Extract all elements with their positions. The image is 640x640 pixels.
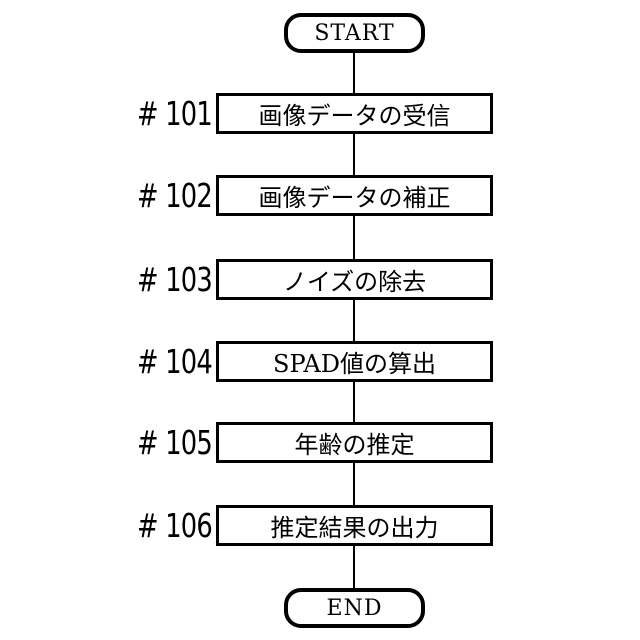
start-terminal-label: START xyxy=(314,20,395,46)
end-terminal-label: END xyxy=(326,595,383,621)
process-box-106: 推定結果の出力 xyxy=(216,505,493,546)
process-box-105: 年齢の推定 xyxy=(216,422,493,463)
step-number-103: # 103 xyxy=(137,260,213,299)
step-number-104: # 104 xyxy=(137,342,213,381)
flow-connector-line xyxy=(353,30,355,608)
process-box-102-text: 画像データの補正 xyxy=(258,184,451,212)
step-number-105: # 105 xyxy=(137,423,213,462)
process-box-101-text: 画像データの受信 xyxy=(258,102,451,130)
process-box-101: 画像データの受信 xyxy=(216,93,493,134)
end-terminal: END xyxy=(284,588,425,628)
step-number-101: # 101 xyxy=(137,94,213,133)
process-box-104: SPAD値の算出 xyxy=(216,341,493,382)
process-box-104-text: SPAD値の算出 xyxy=(273,350,436,378)
process-box-106-text: 推定結果の出力 xyxy=(270,514,439,542)
step-number-102: # 102 xyxy=(137,176,213,215)
process-box-105-text: 年齢の推定 xyxy=(294,431,415,459)
process-box-103: ノイズの除去 xyxy=(216,259,493,300)
start-terminal: START xyxy=(284,13,425,53)
step-number-106: # 106 xyxy=(137,506,213,545)
process-box-102: 画像データの補正 xyxy=(216,175,493,216)
process-box-103-text: ノイズの除去 xyxy=(282,268,427,296)
